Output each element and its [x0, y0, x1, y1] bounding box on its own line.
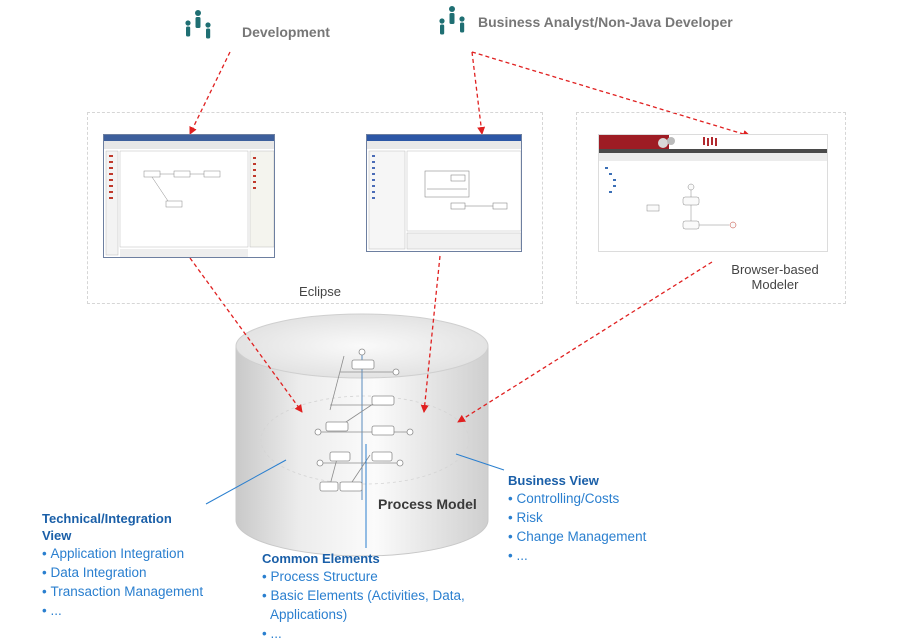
browser-modeler-screenshot	[598, 134, 828, 252]
role-business-analyst-label: Business Analyst/Non-Java Developer	[478, 14, 733, 30]
browser-modeler-frame	[576, 112, 846, 304]
business-view: Business View Controlling/Costs Risk Cha…	[508, 472, 678, 565]
list-item: Basic Elements (Activities, Data,	[262, 586, 482, 605]
list-item: Process Structure	[262, 567, 482, 586]
list-item: Risk	[508, 508, 678, 527]
arrow-browser-to-model	[457, 261, 713, 423]
process-model-label: Process Model	[378, 496, 477, 512]
list-item: Applications)	[270, 607, 348, 622]
technical-integration-view: Technical/Integration View Application I…	[42, 510, 232, 620]
people-icon	[185, 10, 211, 39]
eclipse-screenshot-development	[103, 134, 275, 258]
list-item: ...	[262, 624, 482, 643]
common-elements-list: Process Structure Basic Elements (Activi…	[262, 567, 482, 643]
role-development-label: Development	[242, 24, 330, 40]
eclipse-label: Eclipse	[299, 284, 341, 299]
business-view-list: Controlling/Costs Risk Change Management…	[508, 489, 678, 565]
common-elements-title: Common Elements	[262, 551, 380, 566]
arrow-eclipse2-to-model	[420, 255, 441, 413]
view-connectors	[205, 444, 505, 548]
list-item: Application Integration	[42, 544, 232, 563]
list-item: Transaction Management	[42, 582, 232, 601]
eclipse-window-thumbnail	[104, 135, 274, 257]
process-model-graph	[260, 348, 470, 500]
business-view-title: Business View	[508, 473, 599, 488]
list-item: ...	[42, 601, 232, 620]
browser-modeler-label: Browser-based Modeler	[731, 262, 819, 292]
eclipse-screenshot-business-analyst	[366, 134, 522, 252]
common-elements-view: Common Elements Process Structure Basic …	[262, 550, 482, 643]
list-item: ...	[508, 546, 678, 565]
eclipse-frame	[87, 112, 543, 304]
technical-view-list: Application Integration Data Integration…	[42, 544, 232, 620]
technical-view-title: Technical/Integration View	[42, 511, 172, 543]
list-item: Change Management	[508, 527, 678, 546]
list-item: Controlling/Costs	[508, 489, 678, 508]
people-icon	[439, 6, 465, 35]
eclipse-window-thumbnail	[367, 135, 521, 250]
arrow-dev-to-eclipse	[189, 51, 231, 135]
list-item: Data Integration	[42, 563, 232, 582]
browser-window-thumbnail	[599, 135, 827, 251]
flow-arrows	[189, 51, 751, 423]
arrow-eclipse1-to-model	[189, 257, 303, 413]
